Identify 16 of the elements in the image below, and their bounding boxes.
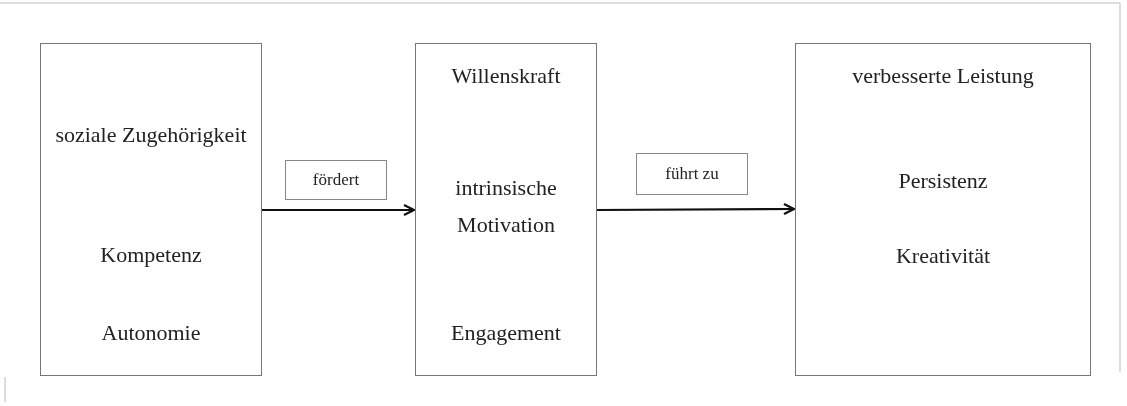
node-text: Willenskraft [450, 62, 562, 90]
node-text: Kreativität [894, 242, 992, 270]
node-text: soziale Zugehörigkeit [54, 121, 248, 149]
edge-label: fördert [285, 160, 387, 200]
concept-box [795, 43, 1091, 376]
edge-label: führt zu [636, 153, 748, 195]
concept-box [415, 43, 597, 376]
concept-box [40, 43, 262, 376]
arrow [262, 203, 416, 217]
node-text: Kompetenz [99, 241, 203, 269]
node-text: Autonomie [100, 319, 202, 347]
node-text: Engagement [450, 319, 562, 347]
node-text: Persistenz [897, 167, 989, 195]
arrow [597, 202, 796, 216]
node-text: verbesserte Leistung [851, 62, 1035, 90]
node-text: intrinsische Motivation [454, 174, 558, 239]
